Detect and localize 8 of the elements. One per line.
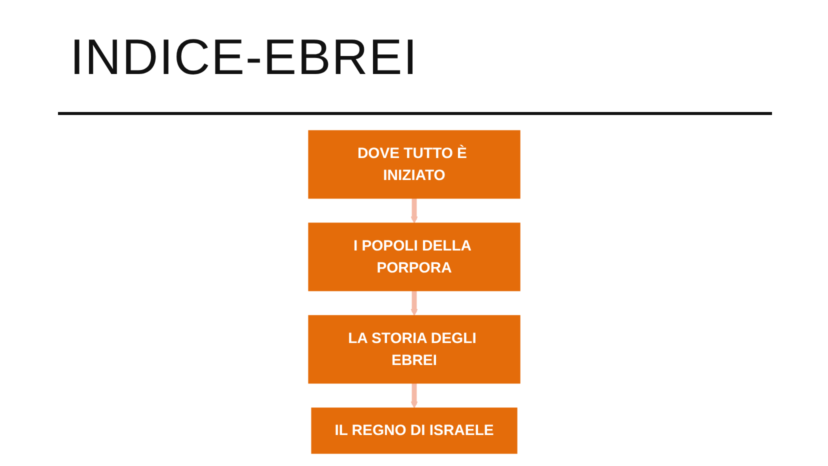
node-box: LA STORIA DEGLI EBREI	[308, 315, 520, 384]
arrow	[410, 290, 418, 316]
arrow	[410, 382, 418, 408]
node-box: DOVE TUTTO È INIZIATO	[308, 130, 520, 199]
title: INDICE-EBREI	[70, 28, 418, 86]
node-box: I POPOLI DELLA PORPORA	[308, 222, 520, 292]
arrow	[410, 198, 418, 224]
node-box: IL REGNO DI ISRAELE	[310, 408, 518, 454]
